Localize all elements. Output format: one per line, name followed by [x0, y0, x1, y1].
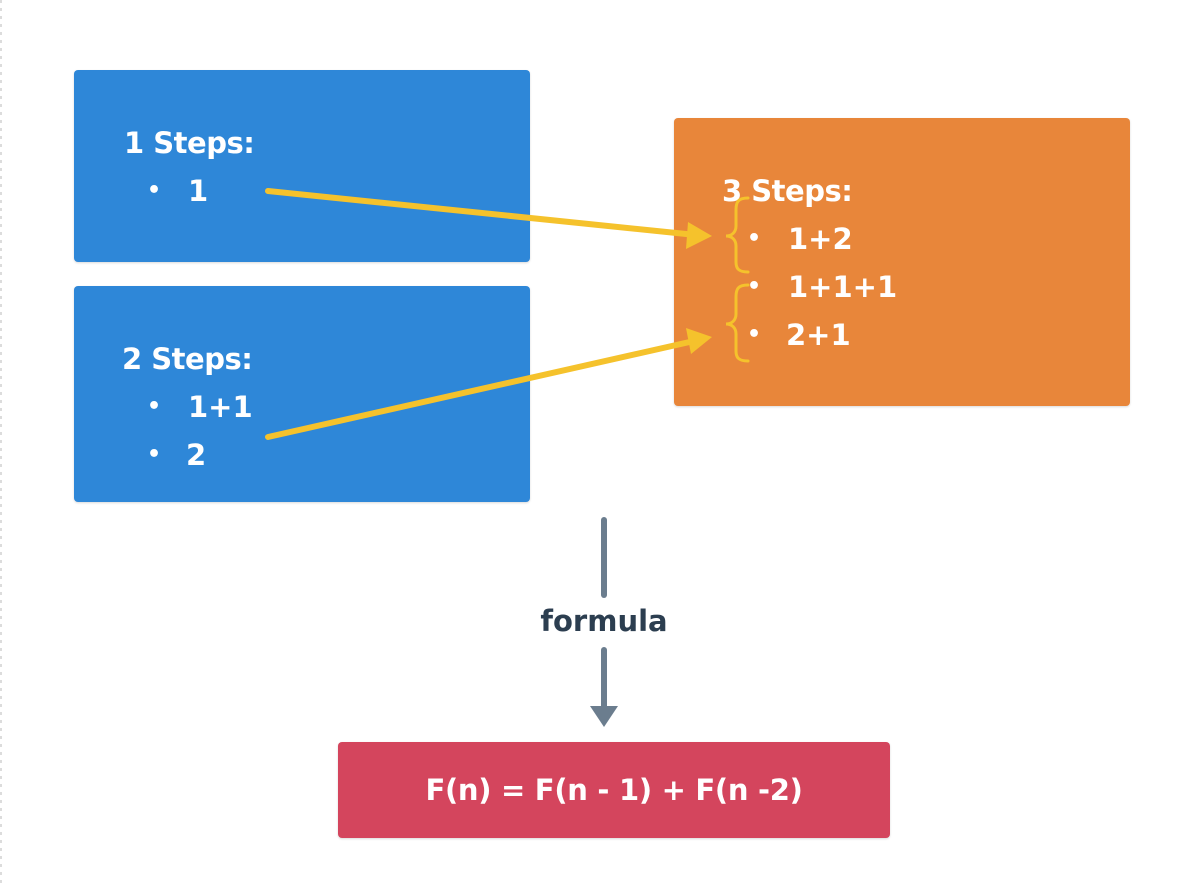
- three-steps-item-2: 1+1+1: [788, 270, 898, 304]
- three-steps-item-3: 2+1: [786, 318, 851, 352]
- three-steps-box: 3 Steps: • 1+2 • 1+1+1 • 2+1: [674, 118, 1130, 406]
- one-step-item-1: 1: [188, 174, 209, 208]
- one-step-box: 1 Steps: • 1: [74, 70, 530, 262]
- bullet-icon: •: [747, 322, 762, 347]
- two-steps-item-2: 2: [186, 438, 207, 472]
- two-steps-item-1: 1+1: [188, 390, 253, 424]
- two-steps-box: 2 Steps: • 1+1 • 2: [74, 286, 530, 502]
- recurrence-formula-box: F(n) = F(n - 1) + F(n -2): [338, 742, 890, 838]
- bullet-icon: •: [747, 274, 762, 299]
- bullet-icon: •: [747, 226, 762, 251]
- three-steps-item-1: 1+2: [788, 222, 853, 256]
- three-steps-heading: 3 Steps:: [722, 174, 853, 208]
- two-steps-heading: 2 Steps:: [122, 342, 253, 376]
- bullet-icon: •: [147, 442, 162, 467]
- one-step-heading: 1 Steps:: [124, 126, 255, 160]
- bullet-icon: •: [147, 394, 162, 419]
- arrowhead-down-icon: [590, 706, 618, 727]
- bullet-icon: •: [147, 178, 162, 203]
- canvas-left-edge: [0, 0, 2, 886]
- formula-label: formula: [540, 604, 668, 638]
- recurrence-formula-text: F(n) = F(n - 1) + F(n -2): [425, 773, 803, 807]
